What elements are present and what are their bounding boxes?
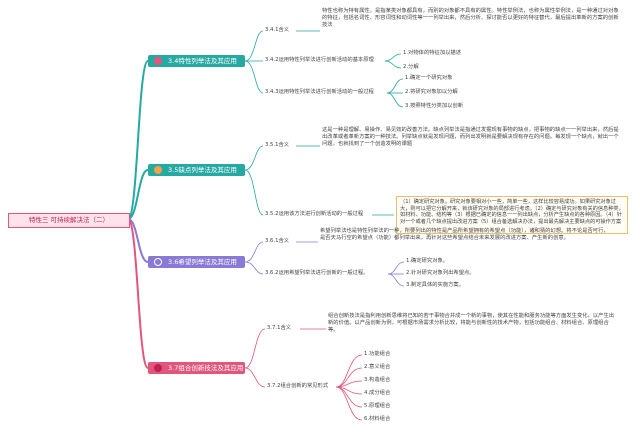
link-root-b35 — [127, 169, 149, 220]
node-3-7-2-item[interactable]: 1.功能组合 — [364, 351, 391, 357]
branch-3-7-title: 3.7组合创新技法及其应用 — [168, 364, 244, 372]
node-3-4-1[interactable]: 3.4.1含义 — [265, 27, 290, 33]
node-3-4-2-item[interactable]: 2.分解 — [403, 64, 419, 70]
node-3-4-3[interactable]: 3.4.3运用特性列举法进行创新活动的一般过程 — [265, 89, 374, 95]
branch-3-5[interactable]: 3.5缺点列举法及其应用 — [148, 164, 245, 176]
branch-3-7[interactable]: 3.7组合创新技法及其应用 — [148, 362, 245, 374]
link-root-b37 — [127, 218, 149, 369]
node-3-7-2-item[interactable]: 3.构造组合 — [364, 377, 391, 383]
node-3-7-1-text: 组合创新技法是指利用创新思维将已知的若干事物合并成一个新的事物，使其在性能和服务… — [328, 313, 615, 334]
node-3-7-2-item[interactable]: 2.意义组合 — [364, 364, 391, 370]
node-3-7-2-item[interactable]: 6.材料组合 — [364, 416, 391, 422]
node-3-5-1[interactable]: 3.5.1含义 — [265, 142, 290, 148]
branch-3-4[interactable]: 3.4特性列举法及其应用 — [148, 55, 245, 67]
node-3-5-1-text: 这是一种是理解、易操作、易见效的改善方法。缺点列举法是指通过发掘现有事物的缺点，… — [322, 127, 619, 148]
node-3-4-2[interactable]: 3.4.2运用特性列举法进行创新活动的基本原理 — [265, 57, 374, 63]
node-3-7-1[interactable]: 3.7.1含义 — [267, 325, 292, 331]
branch-3-6-title: 3.6希望列举法及其应用 — [168, 258, 237, 266]
node-3-6-1[interactable]: 3.6.1含义 — [265, 238, 290, 244]
node-3-6-2-item[interactable]: 1.确定研究对象。 — [406, 258, 449, 264]
node-3-6-2[interactable]: 3.6.2运用希望列举法进行创新的一般过程。 — [265, 270, 369, 276]
node-3-7-2-item[interactable]: 5.原理组合 — [364, 403, 391, 409]
node-3-7-2[interactable]: 3.7.2组合创新的常见形式 — [267, 383, 329, 389]
topic-bullet-icon — [154, 166, 162, 174]
node-3-4-3-item[interactable]: 2.将研究对象加以分解 — [405, 89, 458, 95]
branch-3-6[interactable]: 3.6希望列举法及其应用 — [148, 256, 245, 268]
node-3-6-1-text: 希望列举法也是特性列举法的一种，所要列出的特性是产品所希望拥有的希望点（功能），… — [320, 228, 609, 242]
node-3-5-2[interactable]: 3.5.2运用该方法进行创新活动的一般过程 — [265, 211, 364, 217]
node-3-7-2-item[interactable]: 4.成分组合 — [364, 390, 391, 396]
node-3-4-1-text: 特性也称为特有属性，是指某类对象都具有，而别的对象都不具有的属性。特性举例法，也… — [322, 8, 619, 29]
topic-bullet-icon — [154, 57, 162, 65]
root-topic[interactable]: 特性三 可持续解决法（二） — [8, 213, 130, 228]
branch-3-5-title: 3.5缺点列举法及其应用 — [168, 166, 237, 174]
node-3-6-2-item[interactable]: 2.针对研究对象列出希望点。 — [406, 270, 475, 276]
node-3-4-2-item[interactable]: 1.对物体的特征加以描述 — [403, 50, 462, 56]
node-3-6-2-item[interactable]: 3.制定具体的实施方案。 — [406, 282, 465, 288]
topic-bullet-icon — [154, 364, 162, 372]
node-3-5-2-detail: （1）确定研究对象。研究对象要相对小一些，简单一些，这样比较容易成功。如果研究对… — [396, 196, 628, 234]
link-root-b34 — [127, 60, 149, 220]
node-3-4-3-item[interactable]: 3.按照特性分类加以创新 — [405, 103, 464, 109]
node-3-4-3-item[interactable]: 1.确定一个研究对象 — [405, 75, 453, 81]
branch-3-4-title: 3.4特性列举法及其应用 — [168, 57, 237, 65]
topic-bullet-icon — [154, 258, 162, 266]
